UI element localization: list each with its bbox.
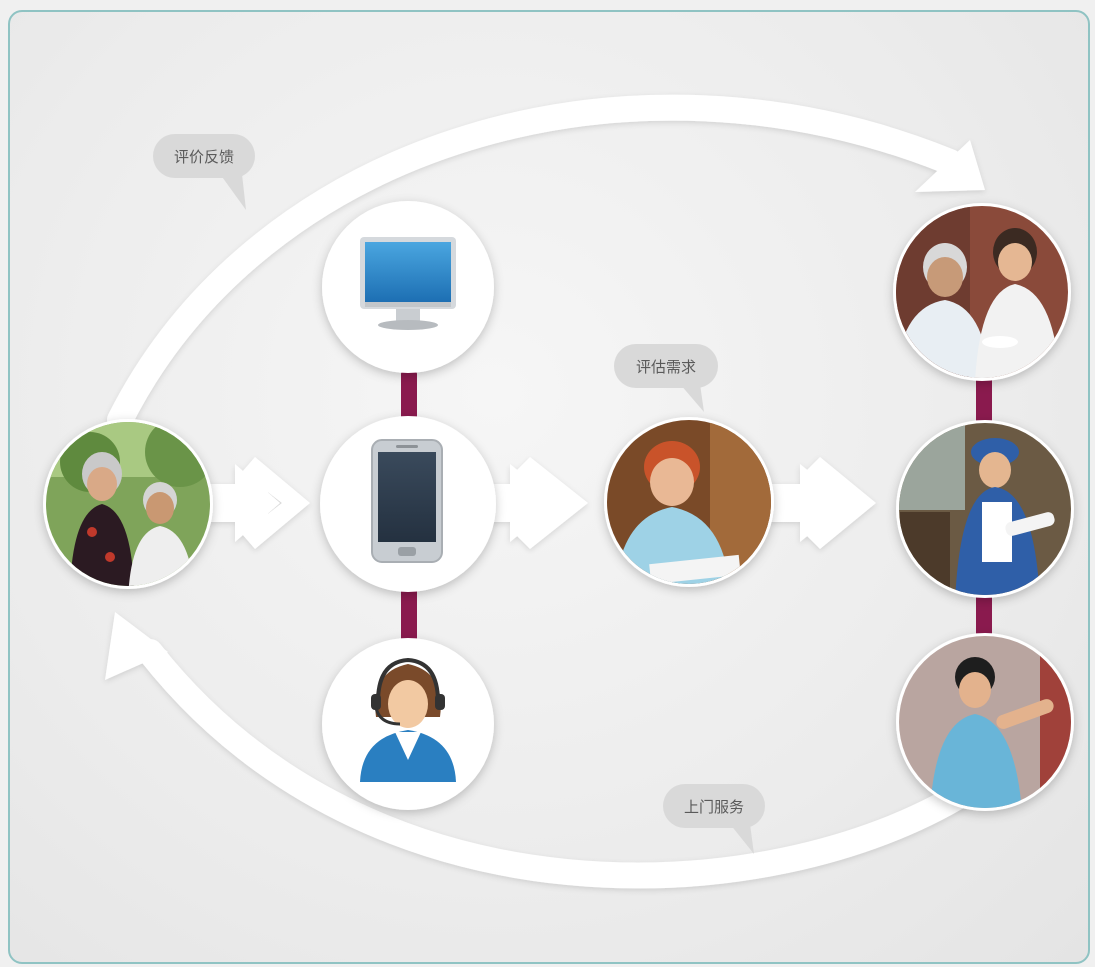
diagram-frame: 评价反馈 评估需求 上门服务 <box>8 10 1090 964</box>
onsite-label: 上门服务 <box>684 798 744 816</box>
flow-arrow-1 <box>210 457 310 549</box>
cleaner-photo <box>896 420 1074 598</box>
assess-label: 评估需求 <box>636 358 696 376</box>
assessor-writing-photo <box>604 417 774 587</box>
service-loop-arrow <box>105 612 978 889</box>
physiotherapy-photo <box>896 633 1074 811</box>
feedback-loop-arrow <box>107 94 985 433</box>
elderly-couple-photo <box>43 419 213 589</box>
feedback-label: 评价反馈 <box>174 148 234 166</box>
monitor-node <box>322 201 494 373</box>
caregiver-feeding-photo <box>893 203 1071 381</box>
assess-bubble: 评估需求 <box>614 344 718 412</box>
smartphone-icon <box>371 439 443 563</box>
phone-node <box>320 416 496 592</box>
monitor-icon <box>360 237 456 330</box>
service-flow-diagram: 评价反馈 评估需求 上门服务 <box>43 94 1074 889</box>
feedback-bubble: 评价反馈 <box>153 134 255 210</box>
flow-arrow-2 <box>490 457 588 549</box>
operator-node <box>322 638 494 810</box>
call-center-operator-icon <box>360 657 456 782</box>
onsite-bubble: 上门服务 <box>663 784 765 854</box>
flow-arrow-3 <box>770 457 876 549</box>
